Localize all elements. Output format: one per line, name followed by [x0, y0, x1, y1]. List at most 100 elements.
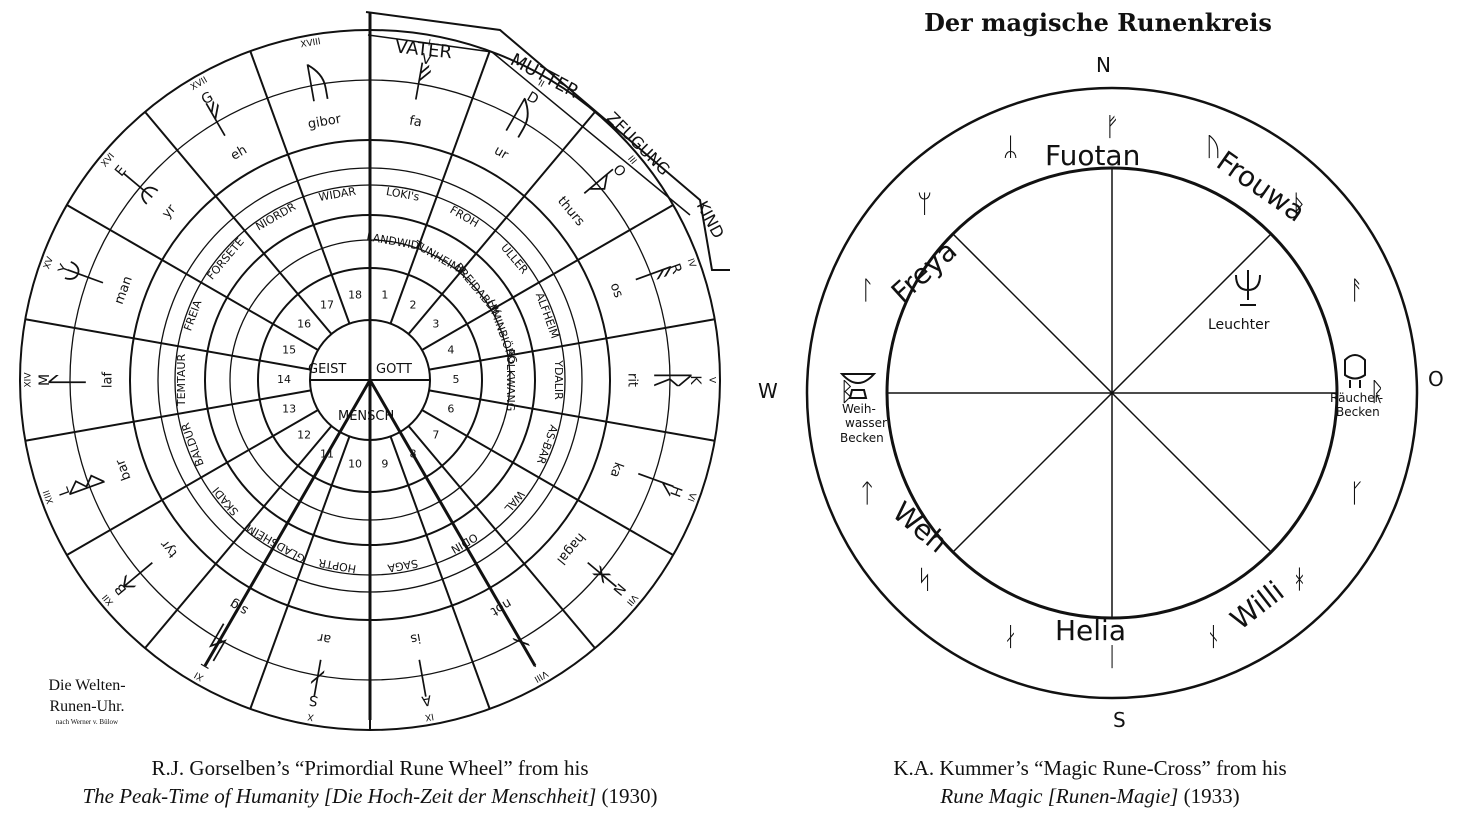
- rune-name-label: tyr: [157, 536, 181, 560]
- ring-number: 5: [453, 373, 460, 386]
- ring-number: 18: [348, 288, 362, 301]
- runenkreis-outer-circle: [805, 86, 1419, 700]
- caption-right-title: Rune Magic [Runen-Magie]: [940, 784, 1179, 808]
- wheel-spoke: [66, 204, 319, 351]
- sector-letter: S: [308, 691, 320, 708]
- god-name-label: SAGA: [386, 557, 419, 575]
- wheel-spoke: [407, 425, 596, 649]
- roman-numeral: I: [427, 39, 431, 49]
- ring-number: 11: [320, 447, 334, 460]
- wheel-partition-line: [368, 379, 537, 667]
- outer-rune-glyph: ᛋ: [195, 615, 241, 670]
- outer-band-arc: [365, 11, 730, 271]
- ring-number: 7: [432, 428, 439, 441]
- outer-rune-glyph: ᛘ: [58, 256, 113, 296]
- roman-numeral: XI: [193, 669, 206, 682]
- sector-letter: A: [420, 691, 433, 708]
- god-name-label: HOPTR: [317, 556, 357, 575]
- rauch-label-1: Räucher-: [1330, 391, 1383, 405]
- sector-letter: H: [666, 483, 685, 498]
- outer-ring-rune: ᛏ: [859, 479, 875, 509]
- wheel-spoke: [25, 389, 312, 442]
- primordial-rune-wheel: [19, 11, 730, 731]
- caption-right: K.A. Kummer’s “Magic Rune-Cross” from hi…: [740, 754, 1440, 810]
- outer-ring-rune: ᛋ: [917, 565, 933, 595]
- wheel-spoke: [144, 111, 333, 335]
- wheel-spoke: [407, 111, 596, 335]
- ring-name-weh: Weh: [886, 495, 954, 560]
- ring-name-willi: Willi: [1224, 575, 1290, 637]
- outer-rune-glyph: ᚨ: [627, 256, 682, 296]
- ring-name-helia: Helia: [1055, 614, 1126, 647]
- outer-ring-rune: ᚨ: [1349, 276, 1365, 306]
- ring-name-freya: Freya: [885, 234, 964, 309]
- weih-label-3: Becken: [840, 431, 884, 445]
- rune-name-label: laf: [101, 372, 116, 389]
- ring-number: 3: [432, 318, 439, 331]
- roman-numeral: X: [307, 711, 315, 722]
- center-geist-label: GEIST: [308, 362, 346, 377]
- ring-number: 17: [320, 299, 334, 312]
- god-name-label: LOKI's: [385, 185, 421, 204]
- outer-rune-glyph: ᚴ: [627, 463, 682, 503]
- compass-east: O: [1428, 367, 1444, 391]
- leuchter-label: Leuchter: [1208, 317, 1270, 333]
- rune-name-label: bar: [113, 456, 135, 482]
- compass-north: N: [1096, 53, 1111, 77]
- holy-water-bowl-icon: [839, 373, 877, 399]
- ring-number: 15: [282, 344, 296, 357]
- weih-label-2: wasser: [845, 416, 887, 430]
- sector-letter: M: [37, 374, 53, 386]
- outer-ring-rune: ᚱ: [1369, 378, 1385, 408]
- roman-numeral: XIII: [42, 488, 56, 505]
- compass-west: W: [758, 379, 778, 403]
- ring-number: 4: [447, 344, 454, 357]
- rune-name-label: sig: [227, 596, 251, 618]
- outer-ring-rune: ᛁ: [1104, 643, 1120, 673]
- wheel-spoke: [421, 204, 674, 351]
- god-name-label: BALDUR: [179, 421, 207, 468]
- outer-ring-rune: ᛘ: [917, 190, 933, 220]
- ring-number: 12: [297, 428, 311, 441]
- outer-ring-rune: ᚼ: [1292, 565, 1308, 595]
- outer-ring-rune: ᚴ: [1349, 479, 1365, 509]
- outer-rune-glyph: ᚢ: [301, 55, 334, 108]
- wheel-spoke: [249, 50, 351, 324]
- roman-numeral: XIV: [24, 372, 34, 388]
- ring-number: 16: [297, 318, 311, 331]
- wheel-spoke: [144, 425, 333, 649]
- outer-rune-glyph: ᚾ: [498, 615, 544, 670]
- welten-label-line2: Runen-Uhr.: [49, 698, 125, 715]
- center-mensch-label: MENSCH: [338, 409, 394, 424]
- rune-name-label: rit: [625, 373, 640, 387]
- ring-number: 1: [381, 288, 388, 301]
- god-name-label: SKADI: [210, 484, 241, 518]
- welten-label-line1: Die Welten-: [48, 677, 126, 694]
- wheel-spoke: [428, 318, 715, 371]
- sector-letter: V: [420, 51, 433, 68]
- center-gott-label: GOTT: [376, 362, 412, 377]
- magic-rune-circle: [805, 86, 1419, 700]
- outer-ring-rune: ᚢ: [1206, 133, 1222, 163]
- rune-name-label: gibor: [307, 112, 343, 133]
- caption-left-title: The Peak-Time of Humanity [Die Hoch-Zeit…: [82, 784, 597, 808]
- god-name-label: FROH: [448, 203, 481, 230]
- runenkreis-title: Der magische Runenkreis: [924, 8, 1272, 37]
- band-kind-label: KIND: [693, 198, 728, 242]
- welten-label-small: nach Werner v. Bülow: [55, 718, 119, 726]
- outer-ring-rune: ᚦ: [1292, 190, 1308, 220]
- wheel-spoke: [428, 389, 715, 442]
- wheel-spoke: [421, 409, 674, 556]
- wheel-partition-line: [203, 379, 372, 667]
- caption-left: R.J. Gorselben’s “Primordial Rune Wheel”…: [10, 754, 730, 810]
- god-name-label: TEMTAUR: [175, 354, 188, 408]
- outer-ring-rune: ᚠ: [1104, 113, 1120, 143]
- caption-left-line1: R.J. Gorselben’s “Primordial Rune Wheel”…: [151, 756, 589, 780]
- outer-ring-rune: ᛚ: [859, 276, 875, 306]
- god-name-label: ULLER: [498, 241, 531, 276]
- welten-runen-uhr-label: Die Welten- Runen-Uhr. nach Werner v. Bü…: [22, 675, 152, 727]
- roman-numeral: XII: [101, 592, 116, 607]
- god-name-label: ALFHEIM: [533, 291, 562, 340]
